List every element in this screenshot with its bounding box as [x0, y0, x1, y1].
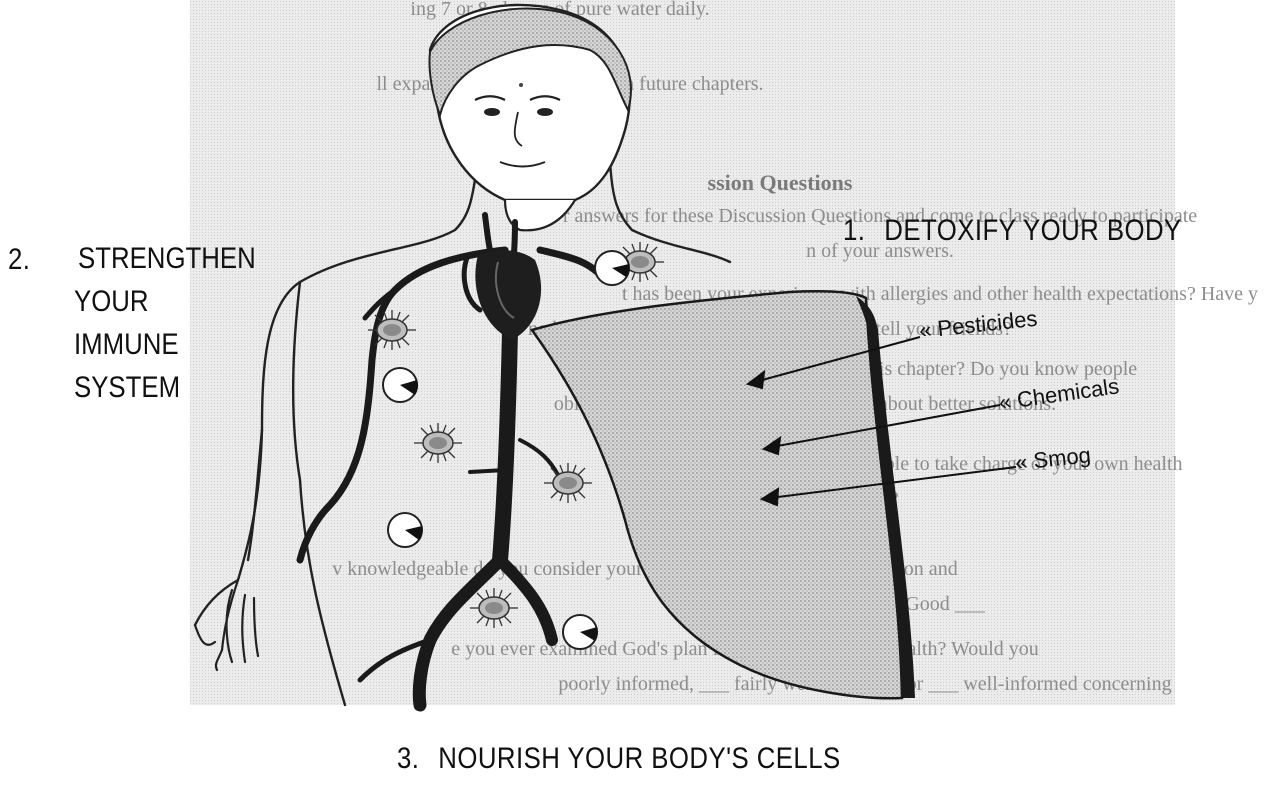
caption-immune-line-3: IMMUNE [74, 323, 180, 366]
background-heading: ssion Questions [708, 170, 853, 195]
caption-immune-line-1: STRENGTHEN [78, 237, 256, 280]
caption-nourish-number: 3. [397, 742, 419, 775]
caption-nourish: 3. NOURISH YOUR BODY'S CELLS [397, 742, 841, 776]
caption-immune-line-2: YOUR [74, 280, 180, 323]
caption-immune-line-4: SYSTEM [74, 366, 180, 409]
caption-nourish-text: NOURISH YOUR BODY'S CELLS [438, 742, 840, 775]
caption-detoxify-number: 1. [843, 214, 865, 247]
caption-detoxify-text: DETOXIFY YOUR BODY [884, 214, 1181, 247]
caption-detoxify: 1. DETOXIFY YOUR BODY [843, 214, 1182, 248]
caption-immune-number: 2. [8, 243, 30, 277]
